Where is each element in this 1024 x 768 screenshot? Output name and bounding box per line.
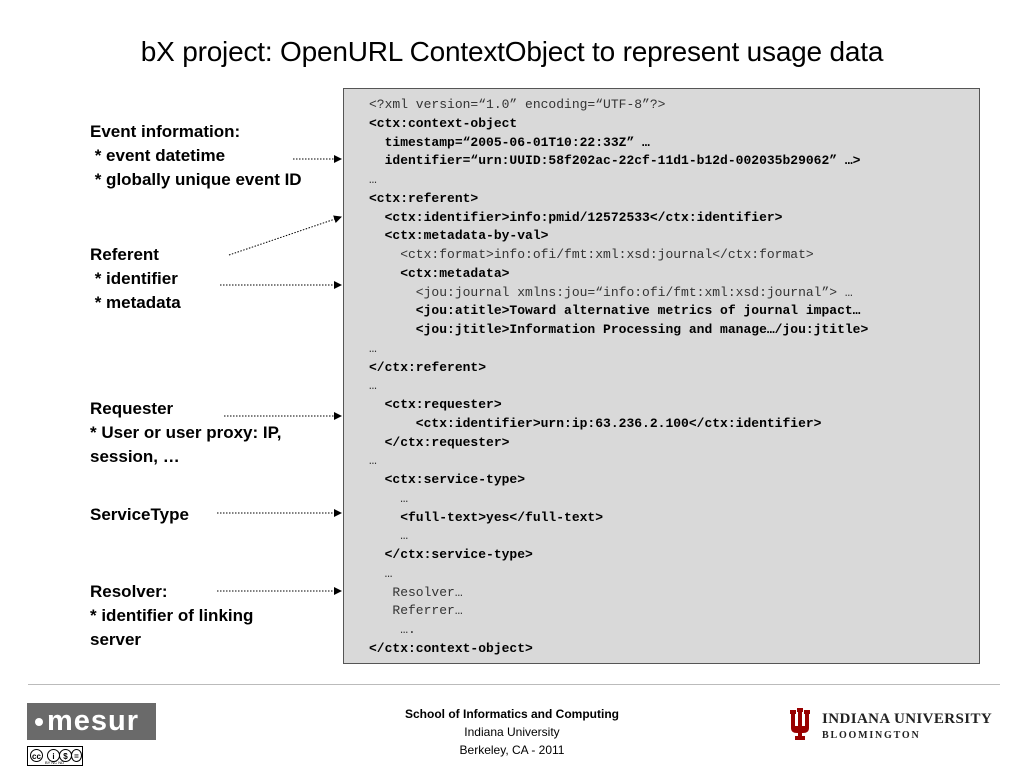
code-line: <?xml version=“1.0” encoding=“UTF-8”?> (369, 97, 666, 112)
label-referent-line-1: * identifier (90, 269, 178, 288)
code-line: <ctx:metadata> (369, 265, 510, 281)
footer-university: Indiana University (464, 725, 560, 739)
label-referent-heading: Referent (90, 245, 159, 264)
code-line: identifier=“urn:UUID:58f202ac-22cf-11d1-… (369, 153, 861, 169)
label-resolver-heading: Resolver: (90, 582, 168, 601)
label-resolver-line-2: server (90, 630, 142, 649)
label-event-heading: Event information: (90, 122, 241, 141)
code-line: <ctx:context-object (369, 115, 518, 131)
label-referent-line-2: * metadata (90, 293, 181, 312)
code-line: <ctx:service-type> (369, 472, 526, 487)
code-line: <ctx:metadata-by-val> (369, 228, 549, 244)
code-line: <jou:atitle>Toward alternative metrics o… (369, 303, 861, 319)
label-requester-heading: Requester (90, 399, 174, 418)
label-requester-line-2: session, … (90, 447, 180, 466)
code-line: … (369, 453, 377, 469)
label-servicetype-heading: ServiceType (90, 505, 189, 524)
xml-code-box: <?xml version=“1.0” encoding=“UTF-8”?> <c… (343, 88, 980, 664)
code-line: Resolver… (369, 584, 463, 600)
label-event-line-2: * globally unique event ID (90, 170, 302, 189)
cc-license-text: BY NC ND (45, 760, 65, 765)
code-line: … (369, 528, 409, 544)
code-line: </ctx:requester> (369, 434, 510, 450)
iu-trident-icon (790, 708, 810, 740)
code-line: <ctx:format>info:ofi/fmt:xml:xsd:journal… (369, 247, 814, 262)
code-line: <ctx:requester> (369, 397, 502, 412)
code-line: Referrer… (369, 603, 463, 619)
code-line: <jou:jtitle>Information Processing and m… (369, 322, 869, 337)
code-line: … (369, 490, 409, 506)
code-line: </ctx:context-object> (369, 640, 533, 656)
code-line: … (369, 378, 377, 394)
mesur-logo-text: mesur (47, 705, 140, 737)
mesur-logo: mesur (27, 703, 156, 740)
label-event-line-1: * event datetime (90, 146, 226, 165)
cc-nd-icon: = (71, 749, 82, 762)
code-line: </ctx:service-type> (369, 547, 533, 562)
arrow-icon (228, 215, 342, 256)
code-line: <full-text>yes</full-text> (369, 509, 604, 525)
iu-logo: INDIANA UNIVERSITY BLOOMINGTON (788, 708, 1008, 748)
code-line: … (369, 172, 377, 187)
iu-name: INDIANA UNIVERSITY (822, 711, 993, 727)
footer-school: School of Informatics and Computing (405, 707, 619, 721)
cc-circle-icon: cc (30, 749, 43, 762)
code-line: <jou:journal xmlns:jou=“info:ofi/fmt:xml… (369, 284, 853, 300)
mesur-dot-icon (35, 718, 43, 726)
footer-location: Berkeley, CA - 2011 (459, 743, 565, 757)
code-line: … (369, 565, 393, 581)
code-line: …. (369, 622, 416, 637)
code-line: <ctx:referent> (369, 190, 479, 206)
footer-info: School of Informatics and Computing Indi… (0, 705, 1024, 759)
creative-commons-icon: cc i $ = BY NC ND (27, 746, 83, 766)
code-line: … (369, 340, 377, 356)
code-line: </ctx:referent> (369, 359, 487, 375)
iu-campus: BLOOMINGTON (822, 730, 921, 741)
code-line: timestamp=“2005-06-01T10:22:33Z” … (369, 134, 650, 150)
label-resolver-line-1: * identifier of linking (90, 606, 254, 625)
code-line: <ctx:identifier>urn:ip:63.236.2.100</ctx… (369, 415, 822, 431)
code-line: <ctx:identifier>info:pmid/12572533</ctx:… (369, 209, 783, 225)
label-requester-line-1: * User or user proxy: IP, (90, 423, 282, 442)
footer-divider (28, 684, 1000, 685)
slide-title: bX project: OpenURL ContextObject to rep… (140, 36, 884, 67)
